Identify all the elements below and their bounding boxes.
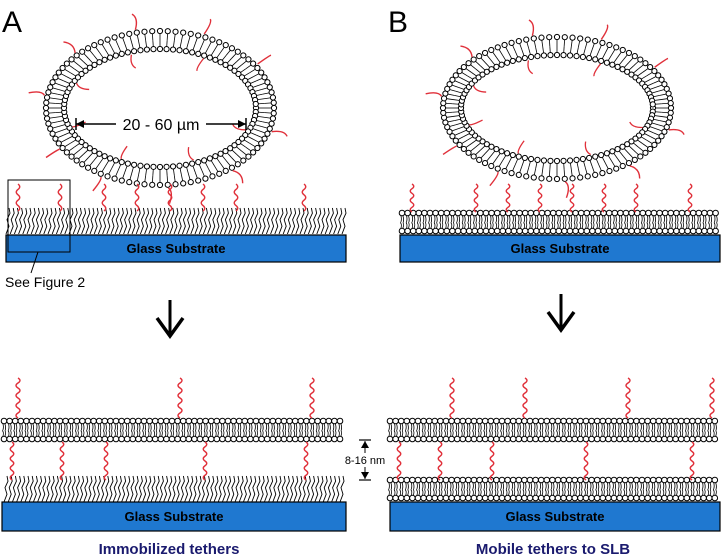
tether	[625, 377, 631, 419]
tether	[583, 441, 589, 481]
tether	[437, 441, 443, 481]
bilayer-b-top	[398, 209, 719, 235]
tether	[203, 18, 212, 35]
tether	[167, 187, 173, 205]
panel-b-letter: B	[388, 6, 408, 39]
tether	[449, 377, 455, 419]
tether	[101, 183, 107, 212]
tether	[654, 57, 669, 68]
tether	[687, 183, 693, 213]
tether	[57, 183, 63, 212]
tether	[9, 441, 15, 481]
tether	[59, 441, 65, 481]
tether	[309, 377, 315, 419]
vesicle-size-label: 20 - 60 µm	[123, 117, 200, 134]
tether	[537, 183, 543, 213]
tether	[232, 169, 244, 184]
tether	[28, 91, 46, 96]
tether	[600, 24, 609, 40]
substrate-a-bottom: Glass Substrate	[1, 501, 347, 532]
down-arrow-b	[546, 294, 576, 333]
tether	[564, 181, 570, 199]
panel-a-caption: Immobilized tethers	[99, 541, 240, 558]
tether	[92, 176, 102, 192]
tether	[505, 183, 511, 213]
tether	[489, 171, 499, 187]
tether	[257, 54, 272, 65]
tether	[442, 145, 457, 155]
see-figure-callout: See Figure 2	[5, 179, 85, 290]
tether	[233, 183, 239, 212]
tether	[271, 130, 288, 137]
substrate-b-top-label: Glass Substrate	[511, 241, 610, 256]
substrate-a-top-label: Glass Substrate	[127, 241, 226, 256]
monolayer-a-top	[5, 207, 347, 235]
tether	[473, 183, 479, 213]
tether	[134, 183, 140, 212]
tether	[601, 183, 607, 213]
gap-label: 8-16 nm	[345, 455, 385, 467]
vesicle-b	[425, 19, 685, 199]
gap-annotation: 8-16 nm	[339, 439, 391, 481]
monolayer-a-bottom	[3, 475, 345, 503]
tether	[202, 441, 208, 481]
tether	[200, 183, 206, 212]
down-arrow-a	[155, 300, 185, 339]
tether	[63, 41, 76, 54]
tether	[522, 377, 528, 419]
tether	[460, 45, 473, 58]
panel-b-caption: Mobile tethers to SLB	[476, 541, 630, 558]
tether	[15, 183, 21, 212]
tether	[167, 183, 173, 212]
tether	[709, 377, 715, 419]
tether	[103, 441, 109, 481]
panel-a-letter: A	[2, 6, 22, 39]
substrate-b-bottom: Glass Substrate	[389, 501, 721, 532]
bilayer-a-bottom-upper	[0, 417, 344, 443]
tether-group	[9, 183, 715, 481]
tether	[396, 441, 402, 481]
tether	[489, 441, 495, 481]
tether	[15, 377, 21, 419]
tether	[633, 183, 639, 213]
tether	[301, 183, 307, 212]
tether	[425, 92, 443, 97]
substrate-b-top: Glass Substrate	[399, 234, 721, 263]
tether	[528, 19, 535, 36]
bilayer-b-bottom-lower	[386, 476, 719, 502]
tether	[303, 441, 309, 481]
tether	[668, 128, 685, 135]
tether	[689, 441, 695, 481]
substrate-b-bottom-label: Glass Substrate	[506, 509, 605, 524]
vesicle-size-annotation: 20 - 60 µm	[75, 117, 247, 134]
tether	[177, 377, 183, 419]
tether	[569, 183, 575, 213]
vesicle-a	[28, 13, 288, 205]
see-figure-label: See Figure 2	[5, 274, 85, 290]
tether	[45, 148, 60, 159]
bilayer-b-bottom-upper	[386, 417, 719, 443]
tether	[409, 183, 415, 213]
substrate-a-bottom-label: Glass Substrate	[125, 509, 224, 524]
tether	[629, 165, 641, 179]
tether	[131, 13, 138, 30]
membrane-layers	[0, 207, 719, 503]
substrate-a-top: Glass Substrate	[5, 234, 347, 263]
